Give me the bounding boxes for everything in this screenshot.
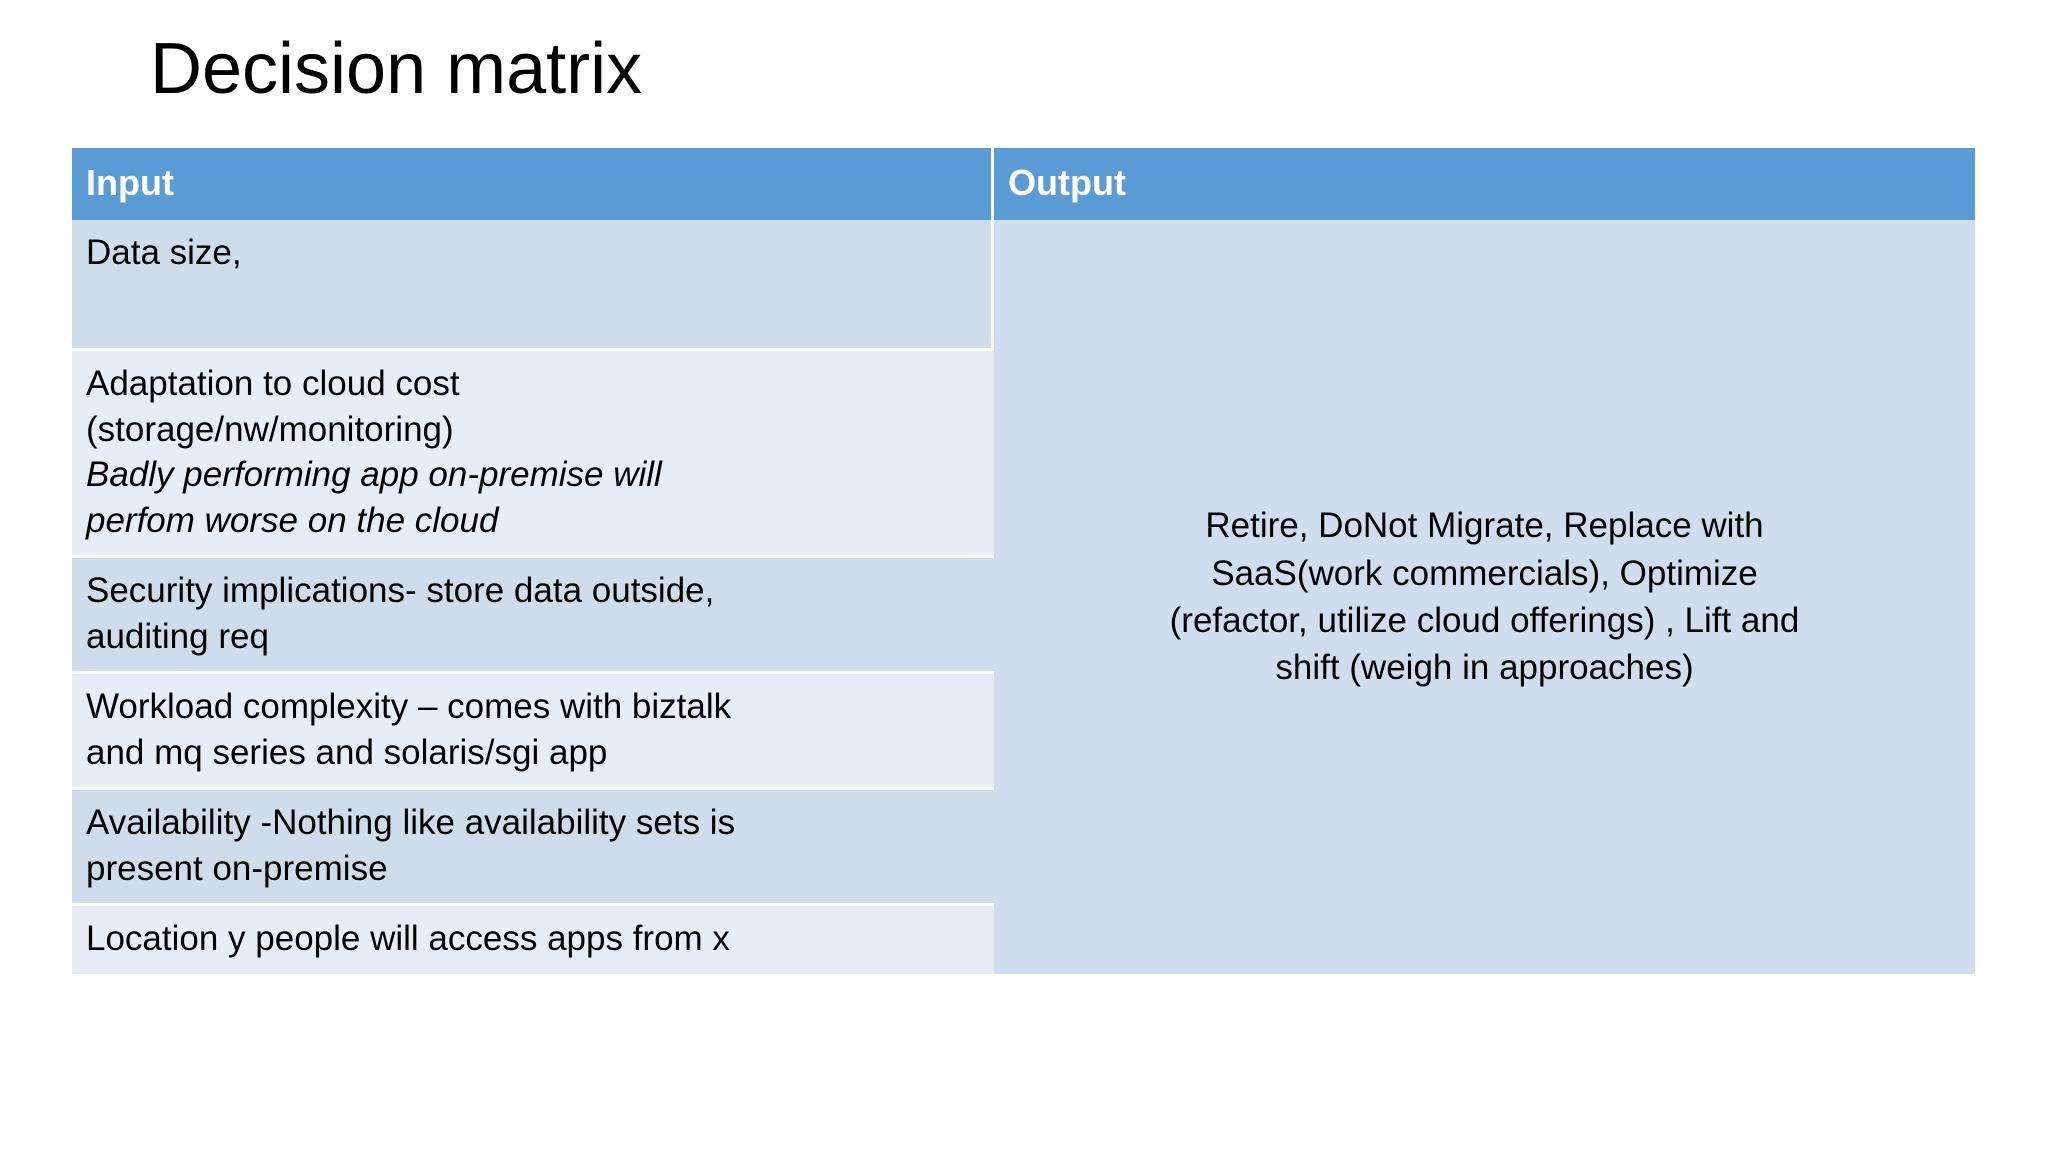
table-row: Security implications- store data outsid… <box>72 558 1975 674</box>
column-header-input: Input <box>72 148 994 220</box>
table-row: Workload complexity – comes with biztalk… <box>72 674 1975 790</box>
table-row: Location y people will access apps from … <box>72 906 1975 974</box>
output-line-1: Retire, DoNot Migrate, Replace with <box>1205 506 1764 546</box>
output-line-4: shift (weigh in approaches) <box>1275 648 1694 687</box>
table-row: Data size, Retire, DoNot Migrate, Replac… <box>72 220 1975 974</box>
decision-matrix-table: Input Output Data size, Retire, DoNot Mi… <box>72 148 1975 974</box>
input-cell-4-line-2: and mq series and solaris/sgi app <box>86 732 608 772</box>
input-cell-2-line-1: Adaptation to cloud cost <box>86 364 460 403</box>
input-cell-5-line-2: present on-premise <box>86 848 388 888</box>
input-cell-1: Data size, <box>72 220 994 351</box>
input-cell-5-line-1: Availability -Nothing like availability … <box>86 803 736 842</box>
input-cell-3-line-2: auditing req <box>86 616 269 656</box>
output-line-3: (refactor, utilize cloud offerings) , Li… <box>1169 600 1800 640</box>
input-cell-6-line-1: Location y people will access apps from … <box>86 919 730 958</box>
input-cell-2-line-2: (storage/nw/monitoring) <box>86 409 454 449</box>
input-cell-5: Availability -Nothing like availability … <box>72 790 994 906</box>
page-title: Decision matrix <box>150 29 643 109</box>
output-cell: Retire, DoNot Migrate, Replace with SaaS… <box>994 220 1975 974</box>
input-cell-4: Workload complexity – comes with biztalk… <box>72 674 994 790</box>
table-row: Adaptation to cloud cost (storage/nw/mon… <box>72 351 1975 558</box>
output-line-2: SaaS(work commercials), Optimize <box>1211 553 1758 593</box>
input-cell-3-line-1: Security implications- store data outsid… <box>86 571 715 610</box>
table-header-row: Input Output <box>72 148 1975 220</box>
input-cell-2-line-3: Badly performing app on-premise will <box>86 455 662 494</box>
input-cell-1-line-1: Data size, <box>86 233 242 272</box>
input-cell-2: Adaptation to cloud cost (storage/nw/mon… <box>72 351 994 558</box>
input-cell-3: Security implications- store data outsid… <box>72 558 994 674</box>
input-cell-4-line-1: Workload complexity – comes with biztalk <box>86 687 732 726</box>
table-row: Availability -Nothing like availability … <box>72 790 1975 906</box>
input-cell-2-line-4: perfom worse on the cloud <box>86 500 499 540</box>
column-header-output: Output <box>994 148 1975 220</box>
input-cell-6: Location y people will access apps from … <box>72 906 994 974</box>
